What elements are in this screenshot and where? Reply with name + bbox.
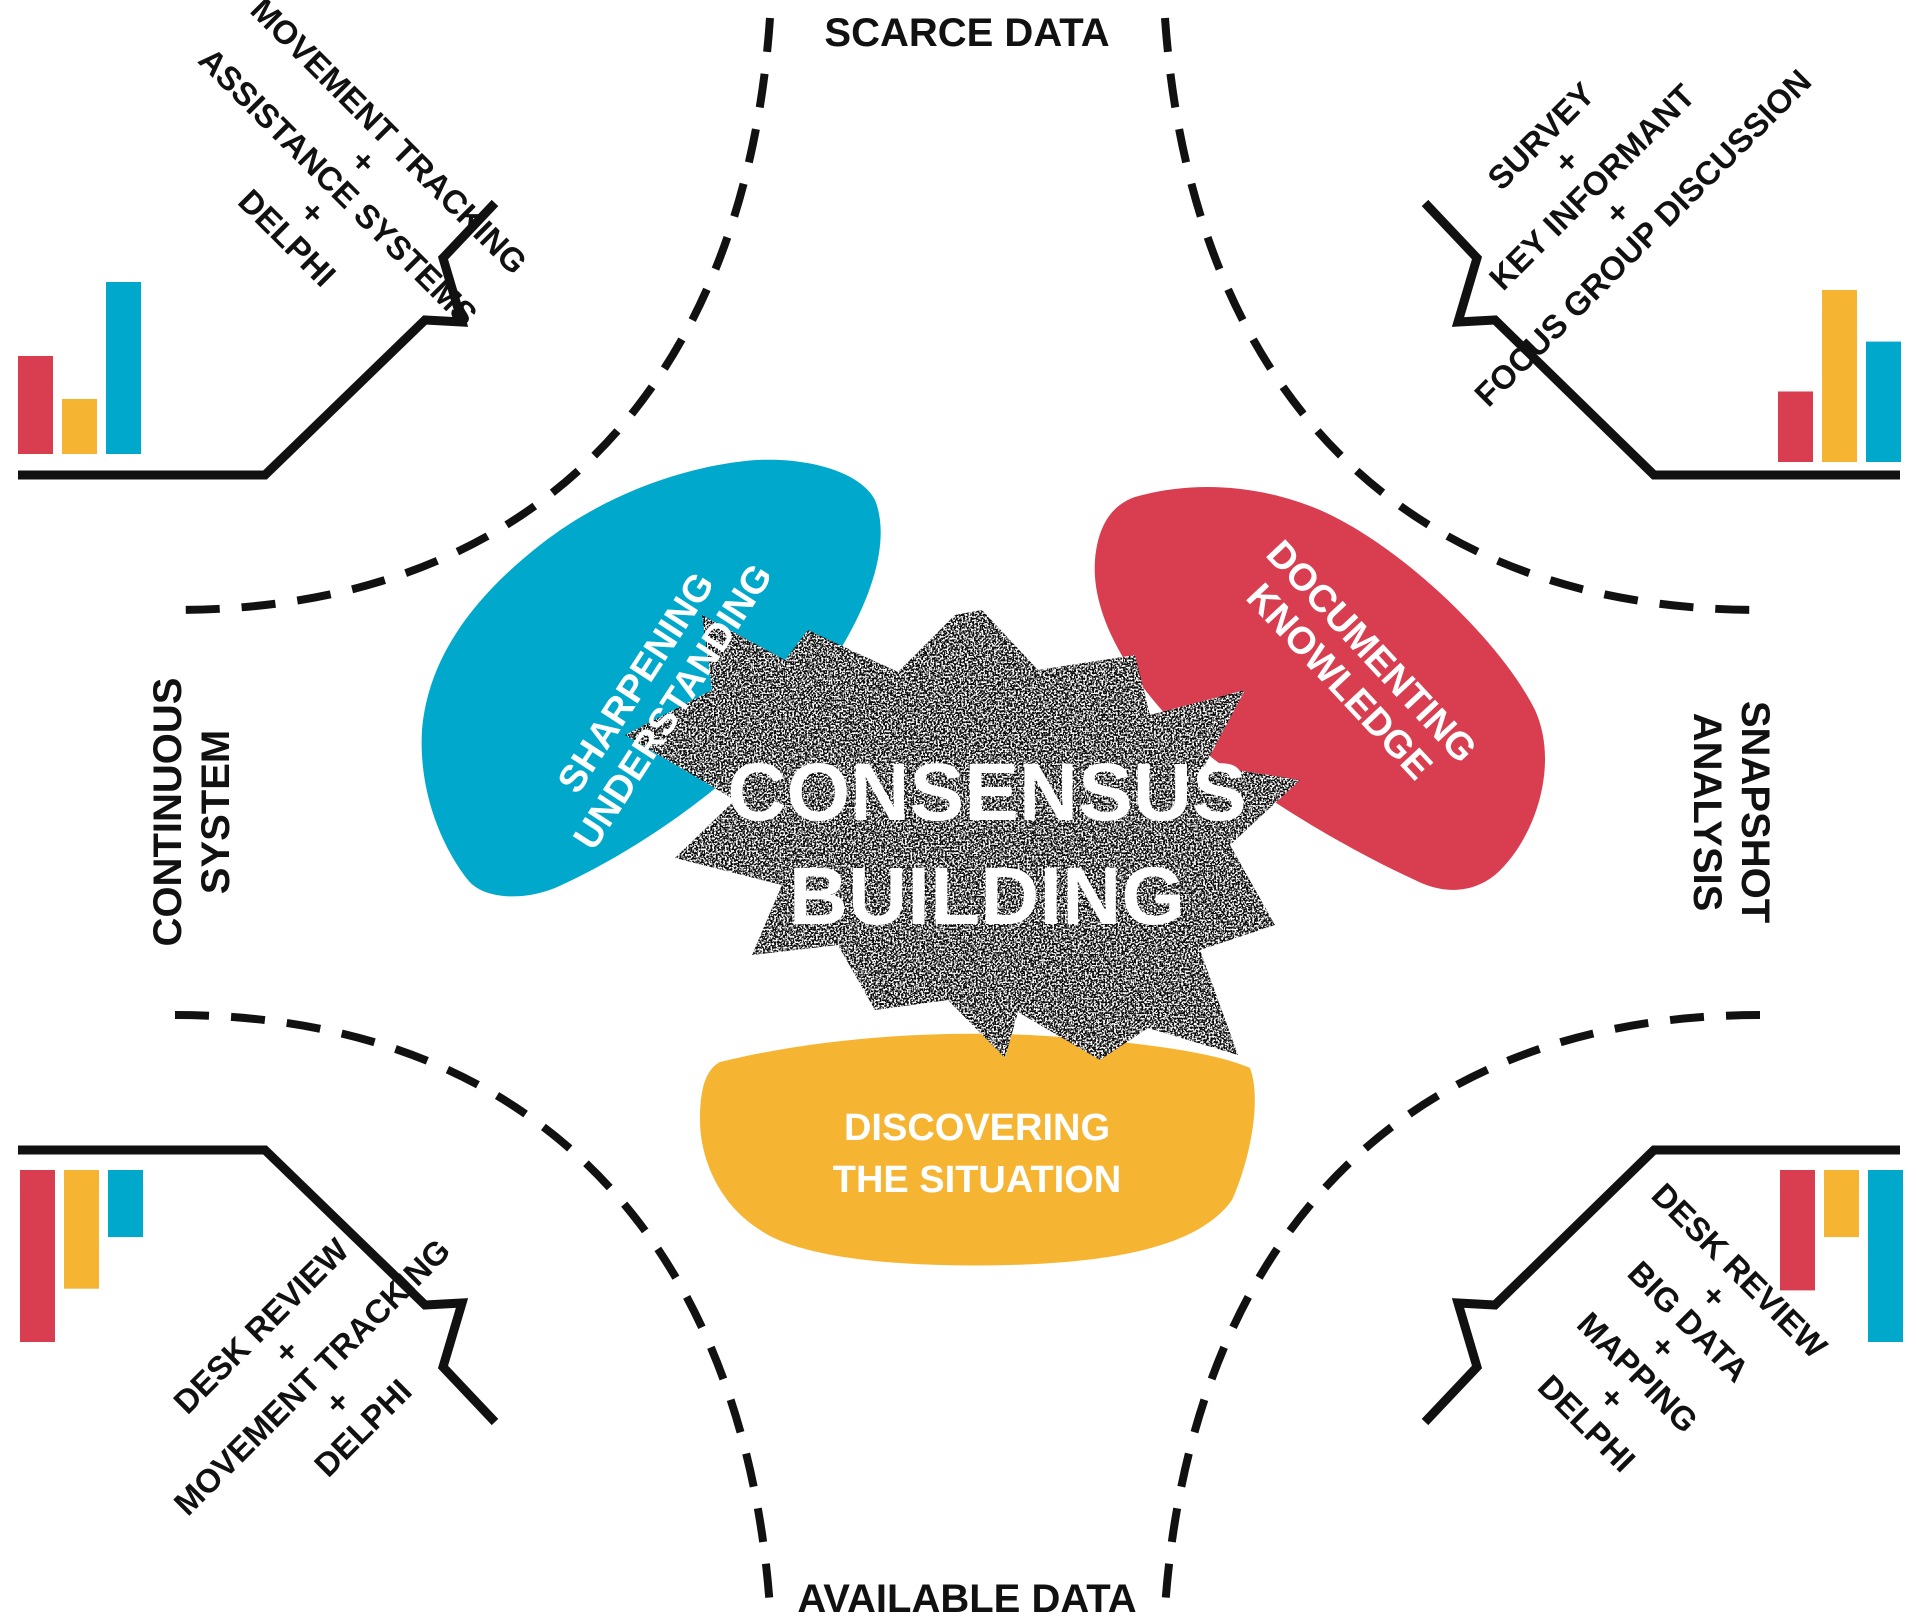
blob-documenting-knowledge xyxy=(1094,487,1546,890)
callout-outline-bottom-right xyxy=(1421,1145,1900,1426)
bar-blue xyxy=(108,1170,143,1238)
bar-blue xyxy=(106,282,141,454)
dashed-arc-bottom-right xyxy=(1161,1011,1761,1609)
dashed-arc-top-right xyxy=(1161,17,1761,614)
blob-sharpening-understanding xyxy=(421,459,881,897)
callout-outline-bottom-left xyxy=(18,1145,499,1426)
consensus-starburst xyxy=(625,610,1300,1060)
bar-yellow xyxy=(1822,290,1857,462)
bar-blue xyxy=(1868,1170,1903,1342)
bar-blue xyxy=(1866,341,1901,462)
axis-label-left-line1: CONTINUOUS xyxy=(146,678,190,947)
bar-chart-bottom-right xyxy=(1780,1170,1903,1342)
axis-label-bottom: AVAILABLE DATA xyxy=(797,1577,1136,1620)
phase-label-discovering-line2: THE SITUATION xyxy=(833,1159,1122,1201)
bar-yellow xyxy=(64,1170,99,1289)
callout-outline-top-right xyxy=(1421,199,1900,480)
axis-label-right-line2: ANALYSIS xyxy=(1685,713,1729,912)
bar-chart-top-left xyxy=(18,282,141,454)
bar-red xyxy=(1780,1170,1815,1291)
bar-red xyxy=(18,355,53,454)
axis-label-right-line1: SNAPSHOT xyxy=(1733,701,1777,923)
dashed-arc-top-left xyxy=(174,17,774,614)
center-label-line1: CONSENSUS xyxy=(727,747,1246,838)
center-label-line2: BUILDING xyxy=(789,851,1185,942)
bar-chart-top-right xyxy=(1778,290,1901,462)
bar-chart-bottom-left xyxy=(20,1170,143,1342)
bar-yellow xyxy=(62,398,97,454)
blob-discovering-the-situation xyxy=(700,1033,1255,1266)
dashed-arc-bottom-left xyxy=(174,1011,774,1609)
bar-red xyxy=(1778,391,1813,462)
callout-outline-top-left xyxy=(18,199,499,480)
bar-red xyxy=(20,1170,55,1342)
axis-label-left-line2: SYSTEM xyxy=(194,730,238,894)
methods-top-left: MOVEMENT TRACKING + ASSISTANCE SYSTEMS +… xyxy=(192,0,535,333)
phase-label-discovering-line1: DISCOVERING xyxy=(844,1107,1110,1149)
axis-label-top: SCARCE DATA xyxy=(824,11,1109,55)
bar-yellow xyxy=(1824,1170,1859,1238)
